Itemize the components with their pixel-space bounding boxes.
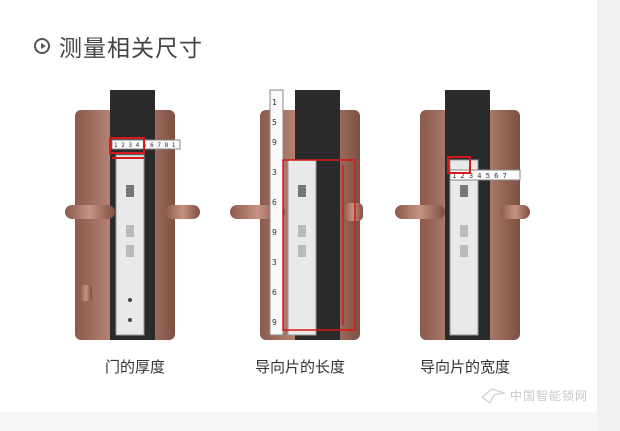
handle-right <box>500 205 530 219</box>
latch-hole <box>126 185 134 197</box>
slot <box>298 225 306 237</box>
highlight-box <box>282 159 356 331</box>
handle-right <box>343 203 363 221</box>
section-header: 测量相关尺寸 <box>34 28 203 64</box>
caption-door-thickness: 门的厚度 <box>104 358 165 376</box>
ruler-tick: 9 <box>272 138 277 147</box>
ruler-ticks: 1 2 3 4 5 6 7 <box>452 172 507 180</box>
caption-guide-width: 导向片的宽度 <box>419 358 510 376</box>
latch-hole <box>298 185 306 197</box>
circle-arrow-icon <box>34 38 50 54</box>
screw <box>128 298 132 302</box>
ruler-tick: 9 <box>272 318 277 327</box>
lock-illustration-width: 1 2 3 4 5 6 7 <box>390 85 540 345</box>
lock-illustration-thickness: 1 2 3 4 5 6 7 8 1 <box>60 85 210 345</box>
slot <box>460 245 468 257</box>
ruler-tick: 3 <box>272 168 277 177</box>
handle-left <box>65 205 115 219</box>
bottom-margin <box>0 412 597 431</box>
slot <box>126 225 134 237</box>
bird-logo-icon <box>481 388 506 404</box>
ruler <box>111 139 181 150</box>
lock-width-drawing: 1 2 3 4 5 6 7 <box>395 90 530 340</box>
handle-left <box>395 205 445 219</box>
section-title: 测量相关尺寸 <box>59 36 203 62</box>
lock-thickness-drawing: 1 2 3 4 5 6 7 8 1 <box>65 90 200 340</box>
handle-right <box>165 205 200 219</box>
slot <box>298 245 306 257</box>
lock-length-drawing: 1 5 9 3 6 9 3 6 9 <box>230 89 363 340</box>
slot <box>460 225 468 237</box>
latch-hole <box>460 185 468 197</box>
watermark-text: 中国智能锁网 <box>510 388 589 403</box>
lock-illustration-length: 1 5 9 3 6 9 3 6 9 <box>225 85 375 345</box>
knob <box>80 285 92 301</box>
highlight-box <box>109 137 145 154</box>
caption-guide-length: 导向片的长度 <box>254 358 345 376</box>
ruler-tick: 3 <box>272 258 277 267</box>
ruler-tick: 1 <box>272 98 277 107</box>
highlight-box <box>447 156 471 174</box>
slot <box>126 245 134 257</box>
ruler-tick: 9 <box>272 228 277 237</box>
ruler-tick: 5 <box>272 118 277 127</box>
right-margin <box>597 0 620 431</box>
ruler-tick: 6 <box>272 198 277 207</box>
watermark: 中国智能锁网 <box>480 385 588 405</box>
ruler-tick: 6 <box>272 288 277 297</box>
screw <box>128 318 132 322</box>
ruler <box>449 169 521 181</box>
